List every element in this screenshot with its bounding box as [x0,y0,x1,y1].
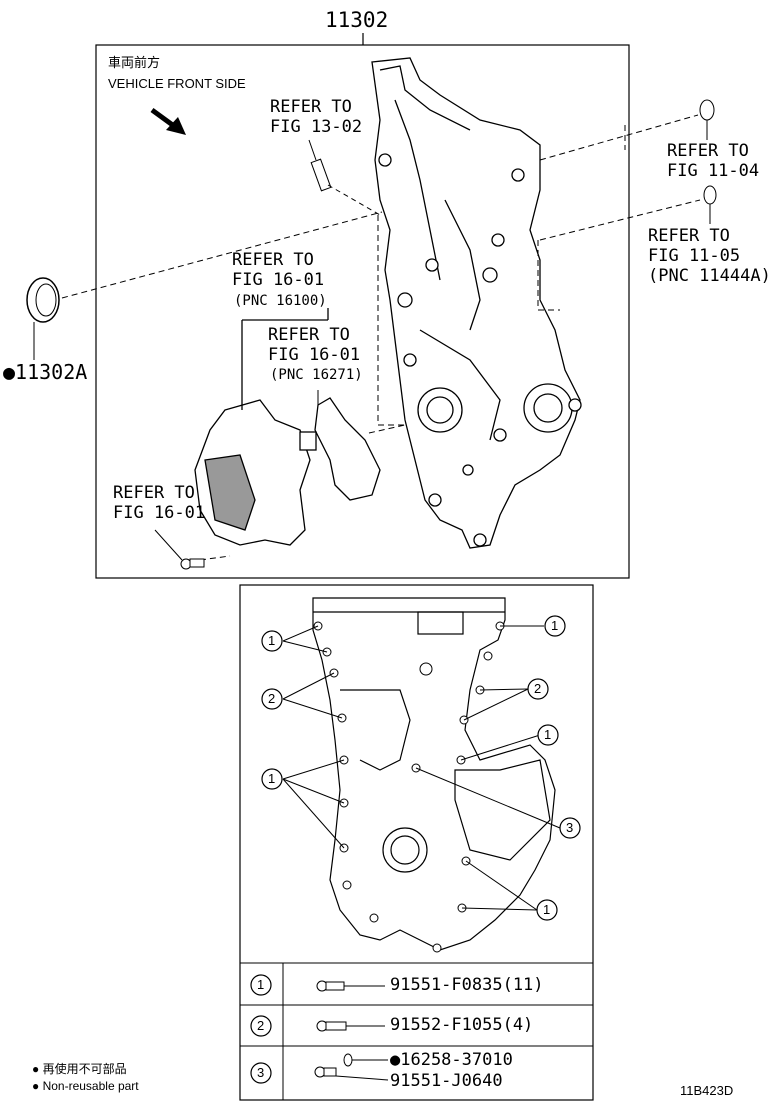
ref-11-05-line1: REFER TO [648,226,730,246]
ref-16-01-a-line2: FIG 16-01 [232,270,325,290]
seal-part-number: ●11302A [3,360,88,384]
ref-16-01-b-line2: FIG 16-01 [268,345,361,365]
legend-part: 91551-F0835(11) [390,975,544,995]
pump-bolt [154,529,205,570]
water-pump [194,308,329,546]
callout-1: 1 [268,771,276,786]
legend-num: 1 [257,977,265,992]
callout-1: 1 [544,727,552,742]
o-ring-11-04 [699,99,715,121]
callout-1: 1 [551,618,559,633]
legend-num: 3 [257,1065,265,1080]
leader-lines [282,625,561,911]
ref-11-05-line2: FIG 11-05 [648,246,741,266]
ref-11-04-line1: REFER TO [667,141,749,161]
main-part-number: 11302 [325,8,389,32]
ref-11-05-line3: (PNC 11444A) [648,266,771,286]
legend-part: ●16258-37010 [390,1050,513,1070]
ref-16-01-c-line1: REFER TO [113,483,195,503]
front-side-ja: 車両前方 [108,55,161,70]
front-side-en: VEHICLE FRONT SIDE [108,76,246,91]
ref-16-01-b-line1: REFER TO [268,325,350,345]
bolt-holes [313,621,505,953]
callout-2: 2 [534,681,542,696]
ref-16-01-c-line2: FIG 16-01 [113,503,206,523]
timing-cover [371,57,582,549]
legend-part: 91552-F1055(4) [390,1015,534,1035]
legend-num: 2 [257,1018,265,1033]
lower-frame [239,584,594,1101]
callout-1: 1 [268,633,276,648]
oil-seal-icon [26,277,60,360]
o-ring-11-05 [703,185,717,205]
figure-code: 11B423D [680,1083,734,1098]
ref-13-02-line2: FIG 13-02 [270,117,363,137]
stud-bolt [308,139,381,216]
ref-16-01-a-line3: (PNC 16100) [234,293,327,309]
callout-3: 3 [566,820,574,835]
ref-13-02-line1: REFER TO [270,97,352,117]
callout-1: 1 [543,902,551,917]
ref-16-01-a-line1: REFER TO [232,250,314,270]
callout-circles [250,615,581,1084]
callout-2: 2 [268,691,276,706]
pump-gasket [314,397,381,501]
footnote-ja: ● 再使用不可部品 [32,1062,127,1076]
guide-lines [61,114,701,561]
front-arrow-icon [150,107,186,135]
legend-part-2: 91551-J0640 [390,1071,503,1091]
cover-outline-front [312,597,556,951]
ref-16-01-b-line3: (PNC 16271) [270,367,363,383]
ref-11-04-line2: FIG 11-04 [667,161,760,181]
footnote-en: ● Non-reusable part [32,1079,139,1093]
legend-bolt-icons [314,980,389,1081]
